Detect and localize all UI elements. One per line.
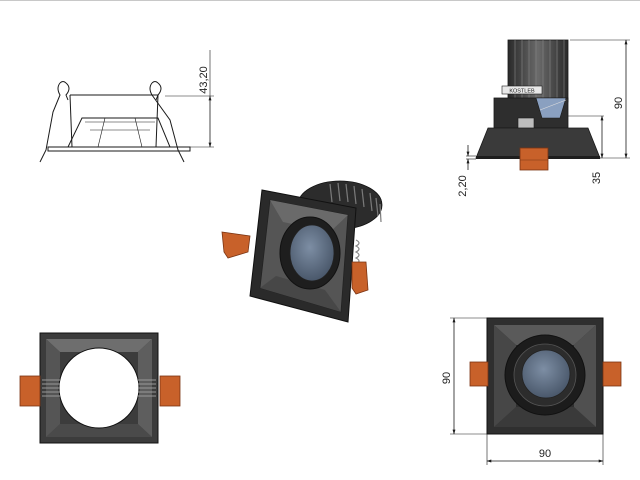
top-lens <box>521 349 571 399</box>
front-left-spring <box>39 82 61 163</box>
isometric-view <box>221 180 383 323</box>
bottom-right-spring <box>138 379 156 397</box>
top-view <box>450 317 622 465</box>
side-label-text: KOSTLEB <box>509 89 535 95</box>
iso-left-clip <box>221 231 251 259</box>
side-elevation-view: KOSTLEB <box>466 39 630 171</box>
side-mounting-clip <box>519 147 549 171</box>
side-flange-thickness-label: 2,20 <box>457 175 469 196</box>
top-dimensions: 90 90 <box>441 317 604 463</box>
bottom-left-clip <box>19 375 41 407</box>
side-lower-height-label: 35 <box>591 172 603 184</box>
top-width-label: 90 <box>539 448 551 460</box>
side-label-band <box>501 85 543 95</box>
front-height-label: 43,20 <box>198 66 210 94</box>
bottom-right-clip <box>159 375 181 407</box>
front-body <box>67 117 171 148</box>
front-flange <box>47 146 191 152</box>
front-height-dimension: 43,20 <box>198 50 212 148</box>
top-right-clip <box>602 361 622 387</box>
iso-right-clip <box>351 261 369 295</box>
iso-lens <box>289 224 335 282</box>
front-right-spring <box>149 82 185 163</box>
bottom-left-spring <box>42 379 60 397</box>
bottom-aperture <box>58 347 140 429</box>
sheet-border-top <box>0 0 640 1</box>
side-total-height-label: 90 <box>613 97 625 109</box>
bottom-view <box>19 332 181 444</box>
top-depth-label: 90 <box>441 372 453 384</box>
iso-right-spring <box>354 239 360 265</box>
front-elevation-view <box>39 81 214 163</box>
top-left-clip <box>469 361 489 387</box>
side-dimensions: 90 35 2,20 <box>457 39 628 197</box>
